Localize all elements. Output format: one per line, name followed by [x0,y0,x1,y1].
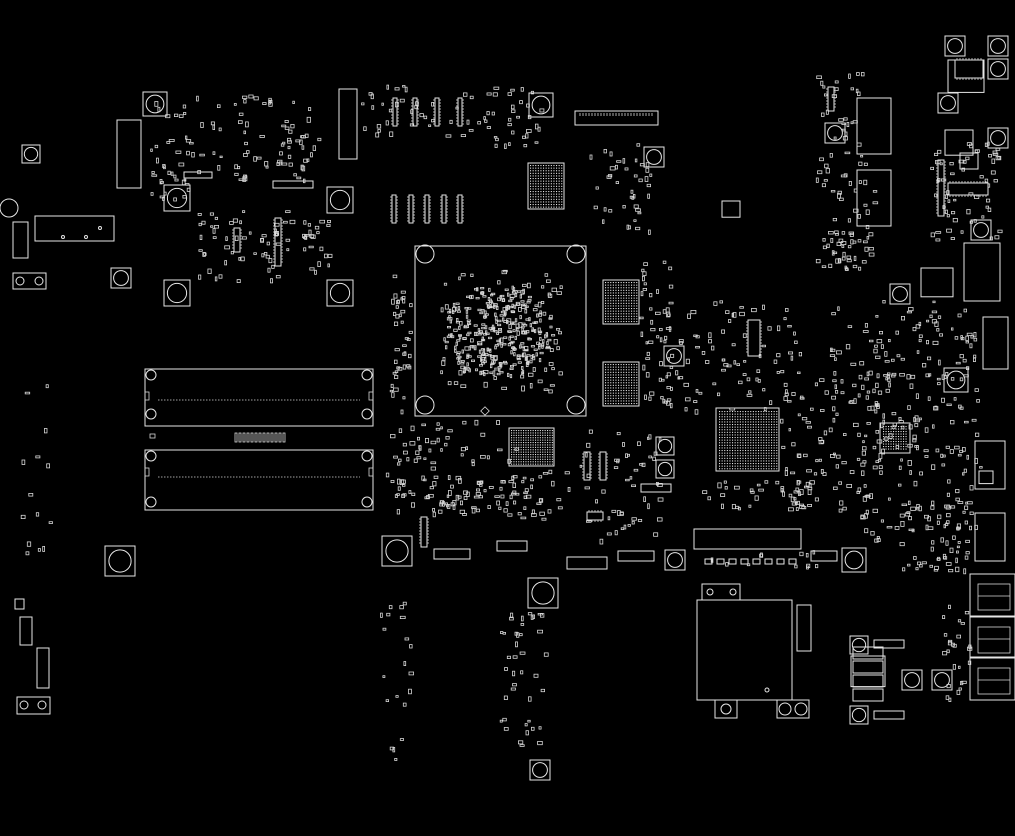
vertical-connector-top[interactable] [338,88,358,160]
vertical-connector-left[interactable] [116,119,142,189]
ic-pad-groups [183,58,989,720]
bios-bga-chip[interactable] [527,162,565,210]
audio-jack-2[interactable] [974,512,1006,562]
hdmi-connector[interactable] [856,97,892,227]
passive-components [20,72,1003,761]
gpu-bga-chip[interactable] [508,427,555,467]
mounting-pads [21,35,1009,781]
audio-jack-1[interactable] [974,440,1006,490]
dimm-slot-2[interactable] [144,449,374,511]
lvds-connector[interactable] [574,110,659,126]
usb-port-3[interactable] [969,657,1015,701]
card-reader[interactable] [963,242,1009,370]
memory-bga-1[interactable] [602,279,640,325]
dimm-connector-strip [149,432,286,443]
shield-can[interactable] [696,583,812,719]
dimm-slot-1[interactable] [144,368,374,427]
fpc-connector-bottom[interactable] [693,528,802,550]
memory-bga-2[interactable] [602,361,640,407]
usb-port-2[interactable] [969,616,1015,658]
cpu-socket[interactable] [414,244,587,417]
left-edge-parts [0,198,51,715]
pch-bga-chip[interactable] [715,407,780,472]
fpc-connector-left[interactable] [34,215,115,242]
usb-port-1[interactable] [969,573,1015,617]
